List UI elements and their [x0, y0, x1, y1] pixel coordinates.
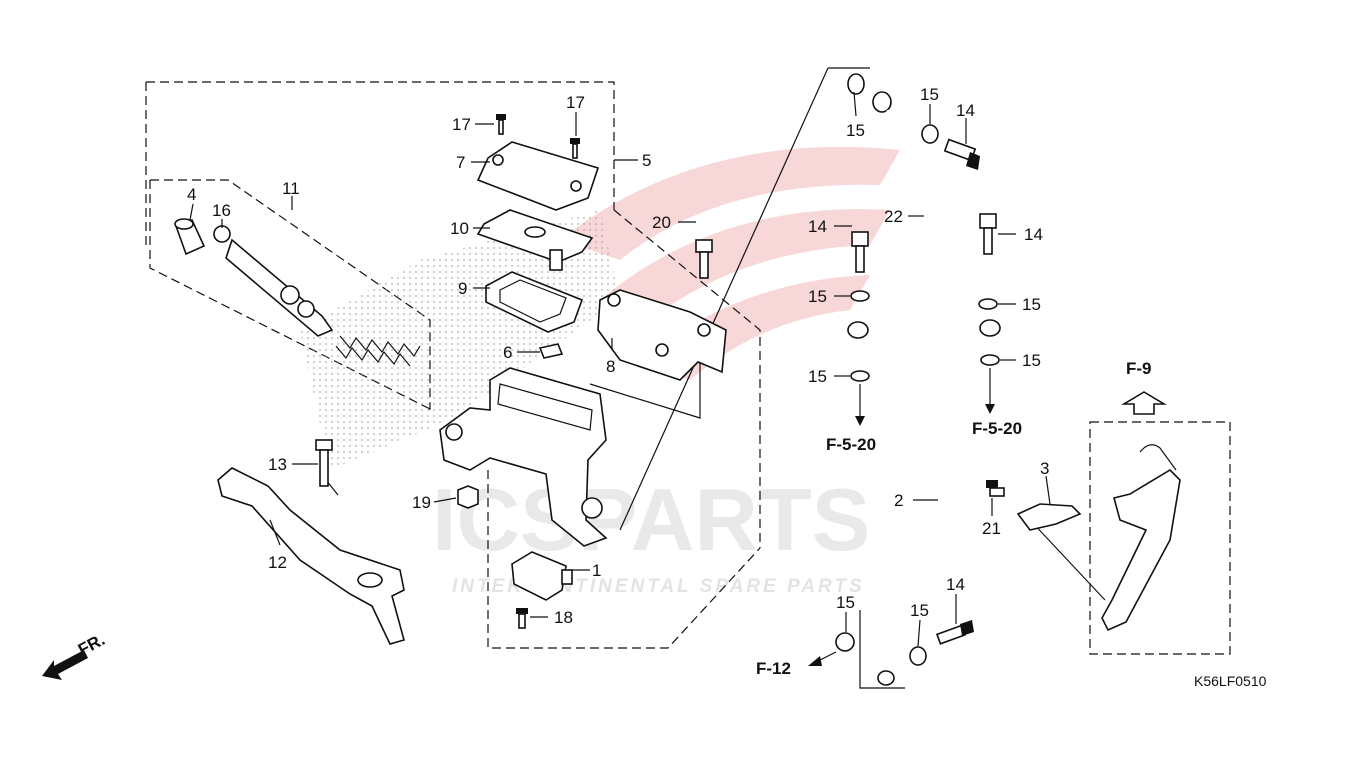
front-direction-arrow-icon	[42, 650, 88, 680]
callout-5: 5	[642, 151, 651, 170]
callout-9: 9	[458, 279, 467, 298]
callout-12: 12	[268, 553, 287, 572]
ref-f-12: F-12	[756, 659, 791, 678]
piston-set-part	[225, 238, 334, 337]
callout-21: 21	[982, 519, 1001, 538]
reservoir-plate-part	[476, 209, 594, 271]
reservoir-cap-part	[476, 141, 600, 211]
callout-22: 22	[884, 207, 903, 226]
switch-screw-part	[516, 608, 528, 629]
callout-7: 7	[456, 153, 465, 172]
reference-labels: F-5-20 F-5-20 F-12 F-9	[756, 359, 1167, 678]
screw-parts	[496, 114, 580, 159]
pivot-bolt-part	[315, 439, 333, 487]
callout-4: 4	[187, 185, 196, 204]
hose-bolt-top	[943, 138, 980, 170]
callout-17-left: 17	[452, 115, 471, 134]
watermark-brand: ICSPARTS	[432, 470, 870, 569]
callout-3: 3	[1040, 459, 1049, 478]
callout-15-g: 15	[836, 593, 855, 612]
callout-leaders	[189, 91, 1051, 647]
stop-switch-part	[511, 551, 573, 601]
callout-17-right: 17	[566, 93, 585, 112]
callout-10: 10	[450, 219, 469, 238]
holder-bolt-part	[695, 239, 713, 279]
callout-labels: 4 16 11 17 17 7 5 10 9 6 8 20 13 19 12 1…	[187, 85, 1049, 627]
brake-lever-part	[217, 467, 405, 645]
ref-f-9: F-9	[1126, 359, 1152, 378]
callout-14-b: 14	[808, 217, 827, 236]
callout-15-d: 15	[808, 367, 827, 386]
ref-f-5-20-right: F-5-20	[972, 419, 1022, 438]
callout-15-c: 15	[808, 287, 827, 306]
callout-15-b: 15	[920, 85, 939, 104]
ref-f-5-20-left: F-5-20	[826, 435, 876, 454]
brake-hose-parts	[808, 73, 1181, 686]
boot-part	[174, 218, 206, 256]
callout-19: 19	[412, 493, 431, 512]
callout-2: 2	[894, 491, 903, 510]
holder-part	[597, 289, 727, 381]
callout-14-d: 14	[946, 575, 965, 594]
callout-6: 6	[503, 343, 512, 362]
leader-lines	[325, 67, 1106, 689]
master-cylinder-parts	[174, 114, 727, 645]
circlip-part	[213, 225, 231, 243]
up-arrow-icon	[1121, 391, 1167, 415]
callout-8: 8	[606, 357, 615, 376]
nut-part	[457, 485, 479, 509]
diaphragm-part	[485, 271, 584, 333]
master-cylinder-body-part	[439, 367, 608, 547]
callout-20: 20	[652, 213, 671, 232]
callout-11: 11	[282, 179, 300, 198]
clip-part	[538, 343, 564, 359]
callout-1: 1	[592, 561, 601, 580]
diagram-code: K56LF0510	[1194, 673, 1267, 689]
shading-area	[300, 210, 620, 470]
callout-13: 13	[268, 455, 287, 474]
spring-part	[335, 335, 421, 367]
callout-14-c: 14	[1024, 225, 1043, 244]
callout-15-a: 15	[846, 121, 865, 140]
callout-15-e: 15	[1022, 295, 1041, 314]
hose-bolt-bottom	[935, 620, 974, 645]
callout-14-a: 14	[956, 101, 975, 120]
front-direction-indicator: FR.	[42, 630, 108, 680]
callout-15-h: 15	[910, 601, 929, 620]
callout-16: 16	[212, 201, 231, 220]
callout-15-f: 15	[1022, 351, 1041, 370]
callout-18: 18	[554, 608, 573, 627]
